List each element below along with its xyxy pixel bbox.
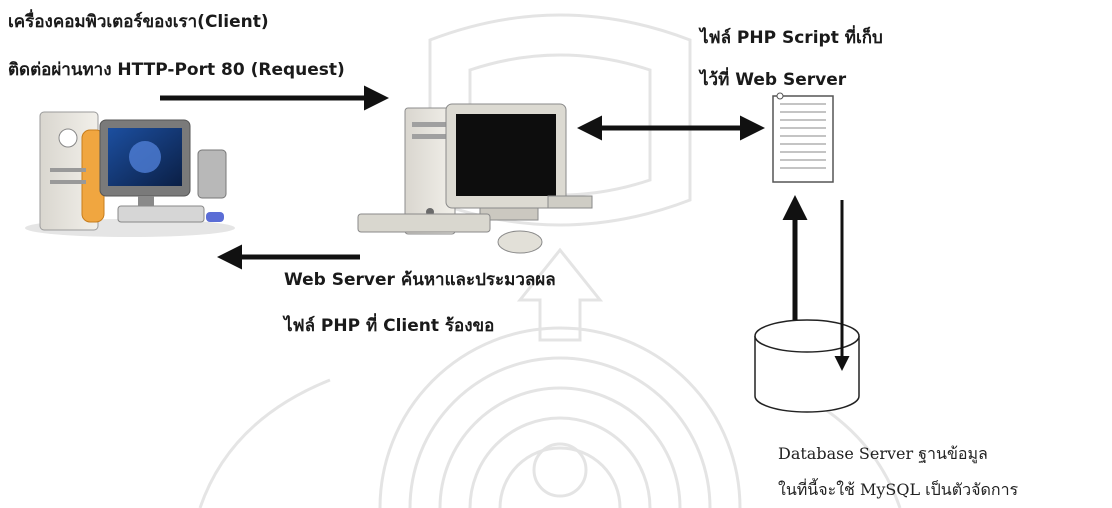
database-cylinder-icon — [754, 319, 860, 413]
database-label-line2: ในที่นี้จะใช้ MySQL เป็นตัวจัดการ — [778, 480, 1019, 499]
php-file-label-line2: ไว้ที่ Web Server — [700, 70, 847, 90]
web-server-label-line1: Web Server ค้นหาและประมวลผล — [284, 270, 556, 290]
client-label-line2: ติดต่อผ่านทาง HTTP-Port 80 (Request) — [8, 60, 345, 80]
client-computer-icon — [25, 111, 235, 237]
client-label-line1: เครื่องคอมพิวเตอร์ของเรา(Client) — [8, 12, 269, 32]
web-server-label-line2: ไฟล์ PHP ที่ Client ร้องขอ — [284, 316, 495, 336]
server-computer-icon — [357, 103, 593, 254]
php-file-label-line1: ไฟล์ PHP Script ที่เก็บ — [700, 28, 883, 48]
database-label-line1: Database Server ฐานข้อมูล — [778, 444, 988, 463]
document-file-icon — [772, 92, 834, 183]
